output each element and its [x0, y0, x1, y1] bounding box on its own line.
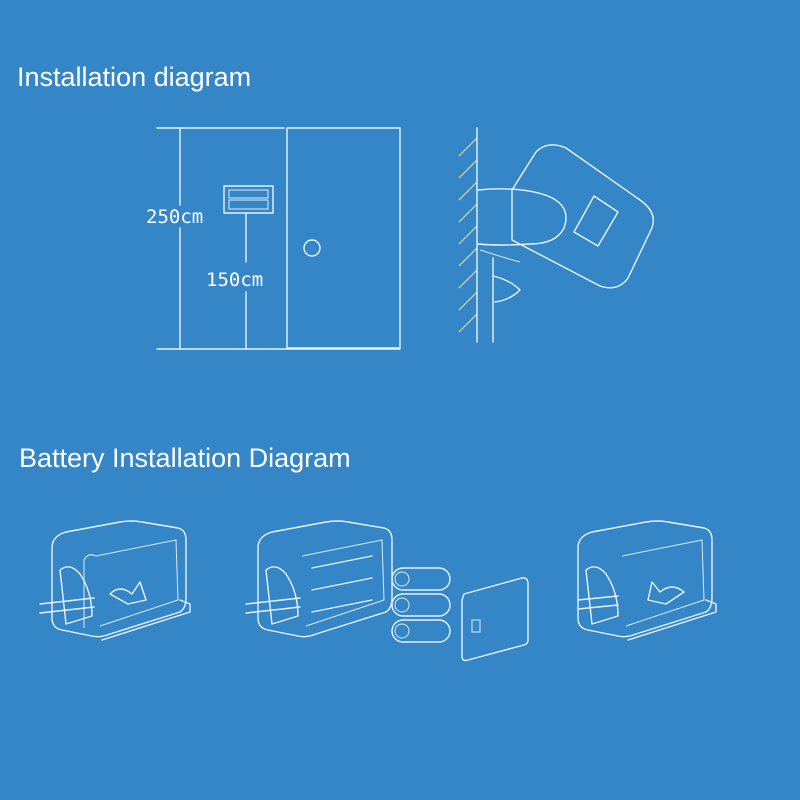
installation-diagram-title: Installation diagram — [17, 62, 252, 92]
battery-icon — [391, 619, 451, 643]
battery-icon — [391, 593, 451, 617]
key-pin — [245, 597, 301, 605]
wall-hatching — [458, 137, 478, 333]
total-height-label: 250cm — [146, 206, 203, 228]
dispenser-body — [51, 520, 187, 638]
battery-slot — [311, 555, 373, 569]
dispenser-body-open — [257, 520, 393, 638]
battery-step-3 — [577, 520, 717, 641]
mount-height-label: 150cm — [206, 269, 263, 291]
hand-icon — [477, 188, 567, 246]
rotate-back-arrow-icon — [647, 581, 685, 605]
dispenser-window — [573, 195, 619, 247]
side-latch — [59, 566, 93, 625]
battery-cells — [391, 567, 451, 643]
key-slot — [577, 595, 619, 601]
rotate-arrow-icon — [109, 581, 147, 605]
battery-cover — [461, 577, 529, 662]
wall-side-view-diagram — [458, 127, 654, 343]
dispenser-body-closed — [577, 520, 713, 638]
dispenser-icon — [223, 185, 274, 214]
key-pin — [39, 597, 95, 605]
door-handle-icon — [303, 239, 321, 257]
mounting-clip — [492, 275, 521, 303]
battery-step-1 — [39, 520, 191, 641]
battery-step-2 — [245, 520, 529, 662]
battery-installation-title: Battery Installation Diagram — [19, 443, 351, 473]
battery-slot — [311, 599, 373, 613]
dispenser-body-side — [511, 144, 654, 289]
door-icon — [286, 127, 401, 349]
battery-icon — [391, 567, 451, 591]
battery-slot — [311, 577, 373, 591]
wall-height-diagram: 250cm 150cm — [146, 127, 401, 350]
